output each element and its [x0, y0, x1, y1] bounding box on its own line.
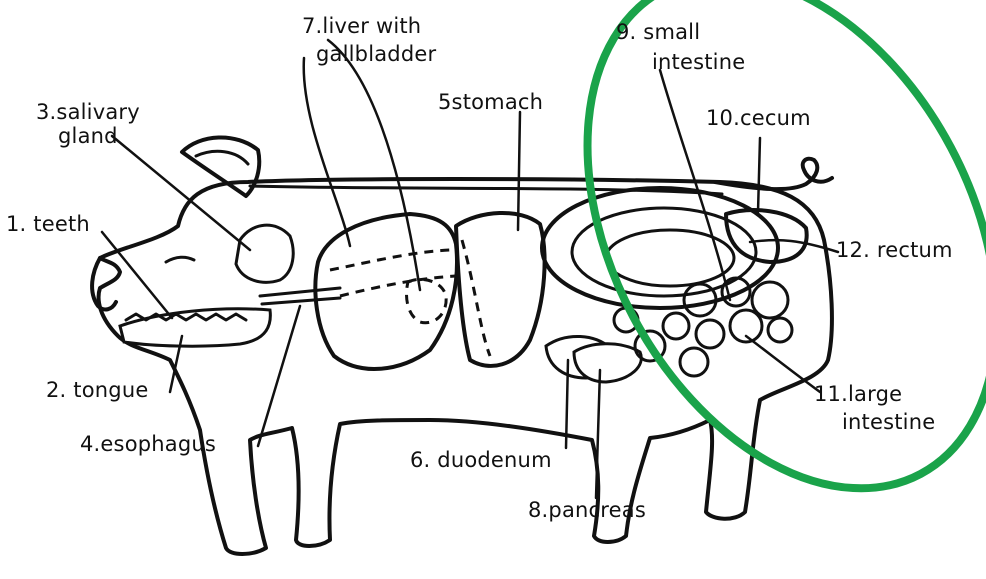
- label-salivary-gland-1: 3.salivary: [36, 100, 140, 124]
- label-stomach: 5stomach: [438, 90, 543, 114]
- label-small-intestine-1: 9. small: [616, 20, 700, 44]
- label-esophagus: 4.esophagus: [80, 432, 216, 456]
- label-pancreas: 8.pancreas: [528, 498, 646, 522]
- label-large-intestine-1: 11.large: [814, 382, 902, 406]
- label-rectum: 12. rectum: [836, 238, 953, 262]
- highlight-ring: [504, 0, 986, 558]
- label-small-intestine-2: intestine: [652, 50, 745, 74]
- label-tongue: 2. tongue: [46, 378, 148, 402]
- label-teeth: 1. teeth: [6, 212, 90, 236]
- label-duodenum: 6. duodenum: [410, 448, 552, 472]
- label-liver-2: gallbladder: [316, 42, 436, 66]
- label-liver-1: 7.liver with: [302, 14, 421, 38]
- label-salivary-gland-2: gland: [58, 124, 118, 148]
- label-large-intestine-2: intestine: [842, 410, 935, 434]
- label-cecum: 10.cecum: [706, 106, 811, 130]
